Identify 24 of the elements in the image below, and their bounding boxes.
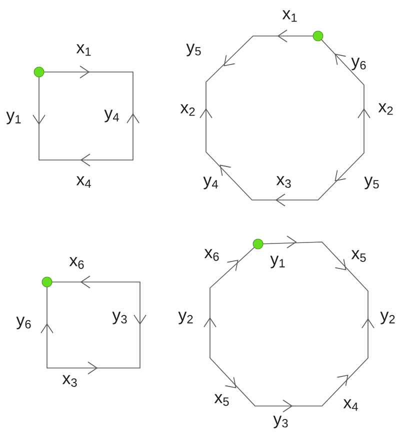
side-label: y$_{6}$ (351, 58, 366, 70)
side-label: y$_{6}$ (16, 316, 31, 330)
side-label: y$_{4}$ (104, 110, 119, 122)
side-label: y$_{1}$ (6, 112, 21, 124)
side-label: x$_{6}$ (69, 257, 84, 269)
side-label: x$_{2}$ (180, 104, 195, 116)
side-label: y$_{5}$ (186, 44, 201, 56)
side-label: y$_{3}$ (273, 416, 288, 428)
side-label: y$_{1}$ (270, 256, 285, 268)
side-label: x$_{1}$ (282, 10, 297, 22)
side-label: x$_{4}$ (343, 399, 358, 411)
side-label: x$_{4}$ (76, 176, 91, 188)
side-label: y$_{5}$ (364, 176, 379, 190)
side-label: y$_{2}$ (380, 312, 395, 324)
side-label: x$_{1}$ (76, 44, 91, 56)
side-label: x$_{5}$ (214, 394, 229, 406)
side-label: x$_{3}$ (62, 375, 77, 387)
side-label: x$_{3}$ (276, 176, 291, 188)
side-label: y$_{3}$ (112, 312, 127, 324)
side-label: x$_{2}$ (378, 103, 393, 115)
side-label: x$_{5}$ (351, 250, 366, 262)
side-label: x$_{6}$ (204, 249, 219, 261)
side-label: y$_{4}$ (203, 176, 218, 190)
side-label: y$_{2}$ (178, 312, 193, 324)
